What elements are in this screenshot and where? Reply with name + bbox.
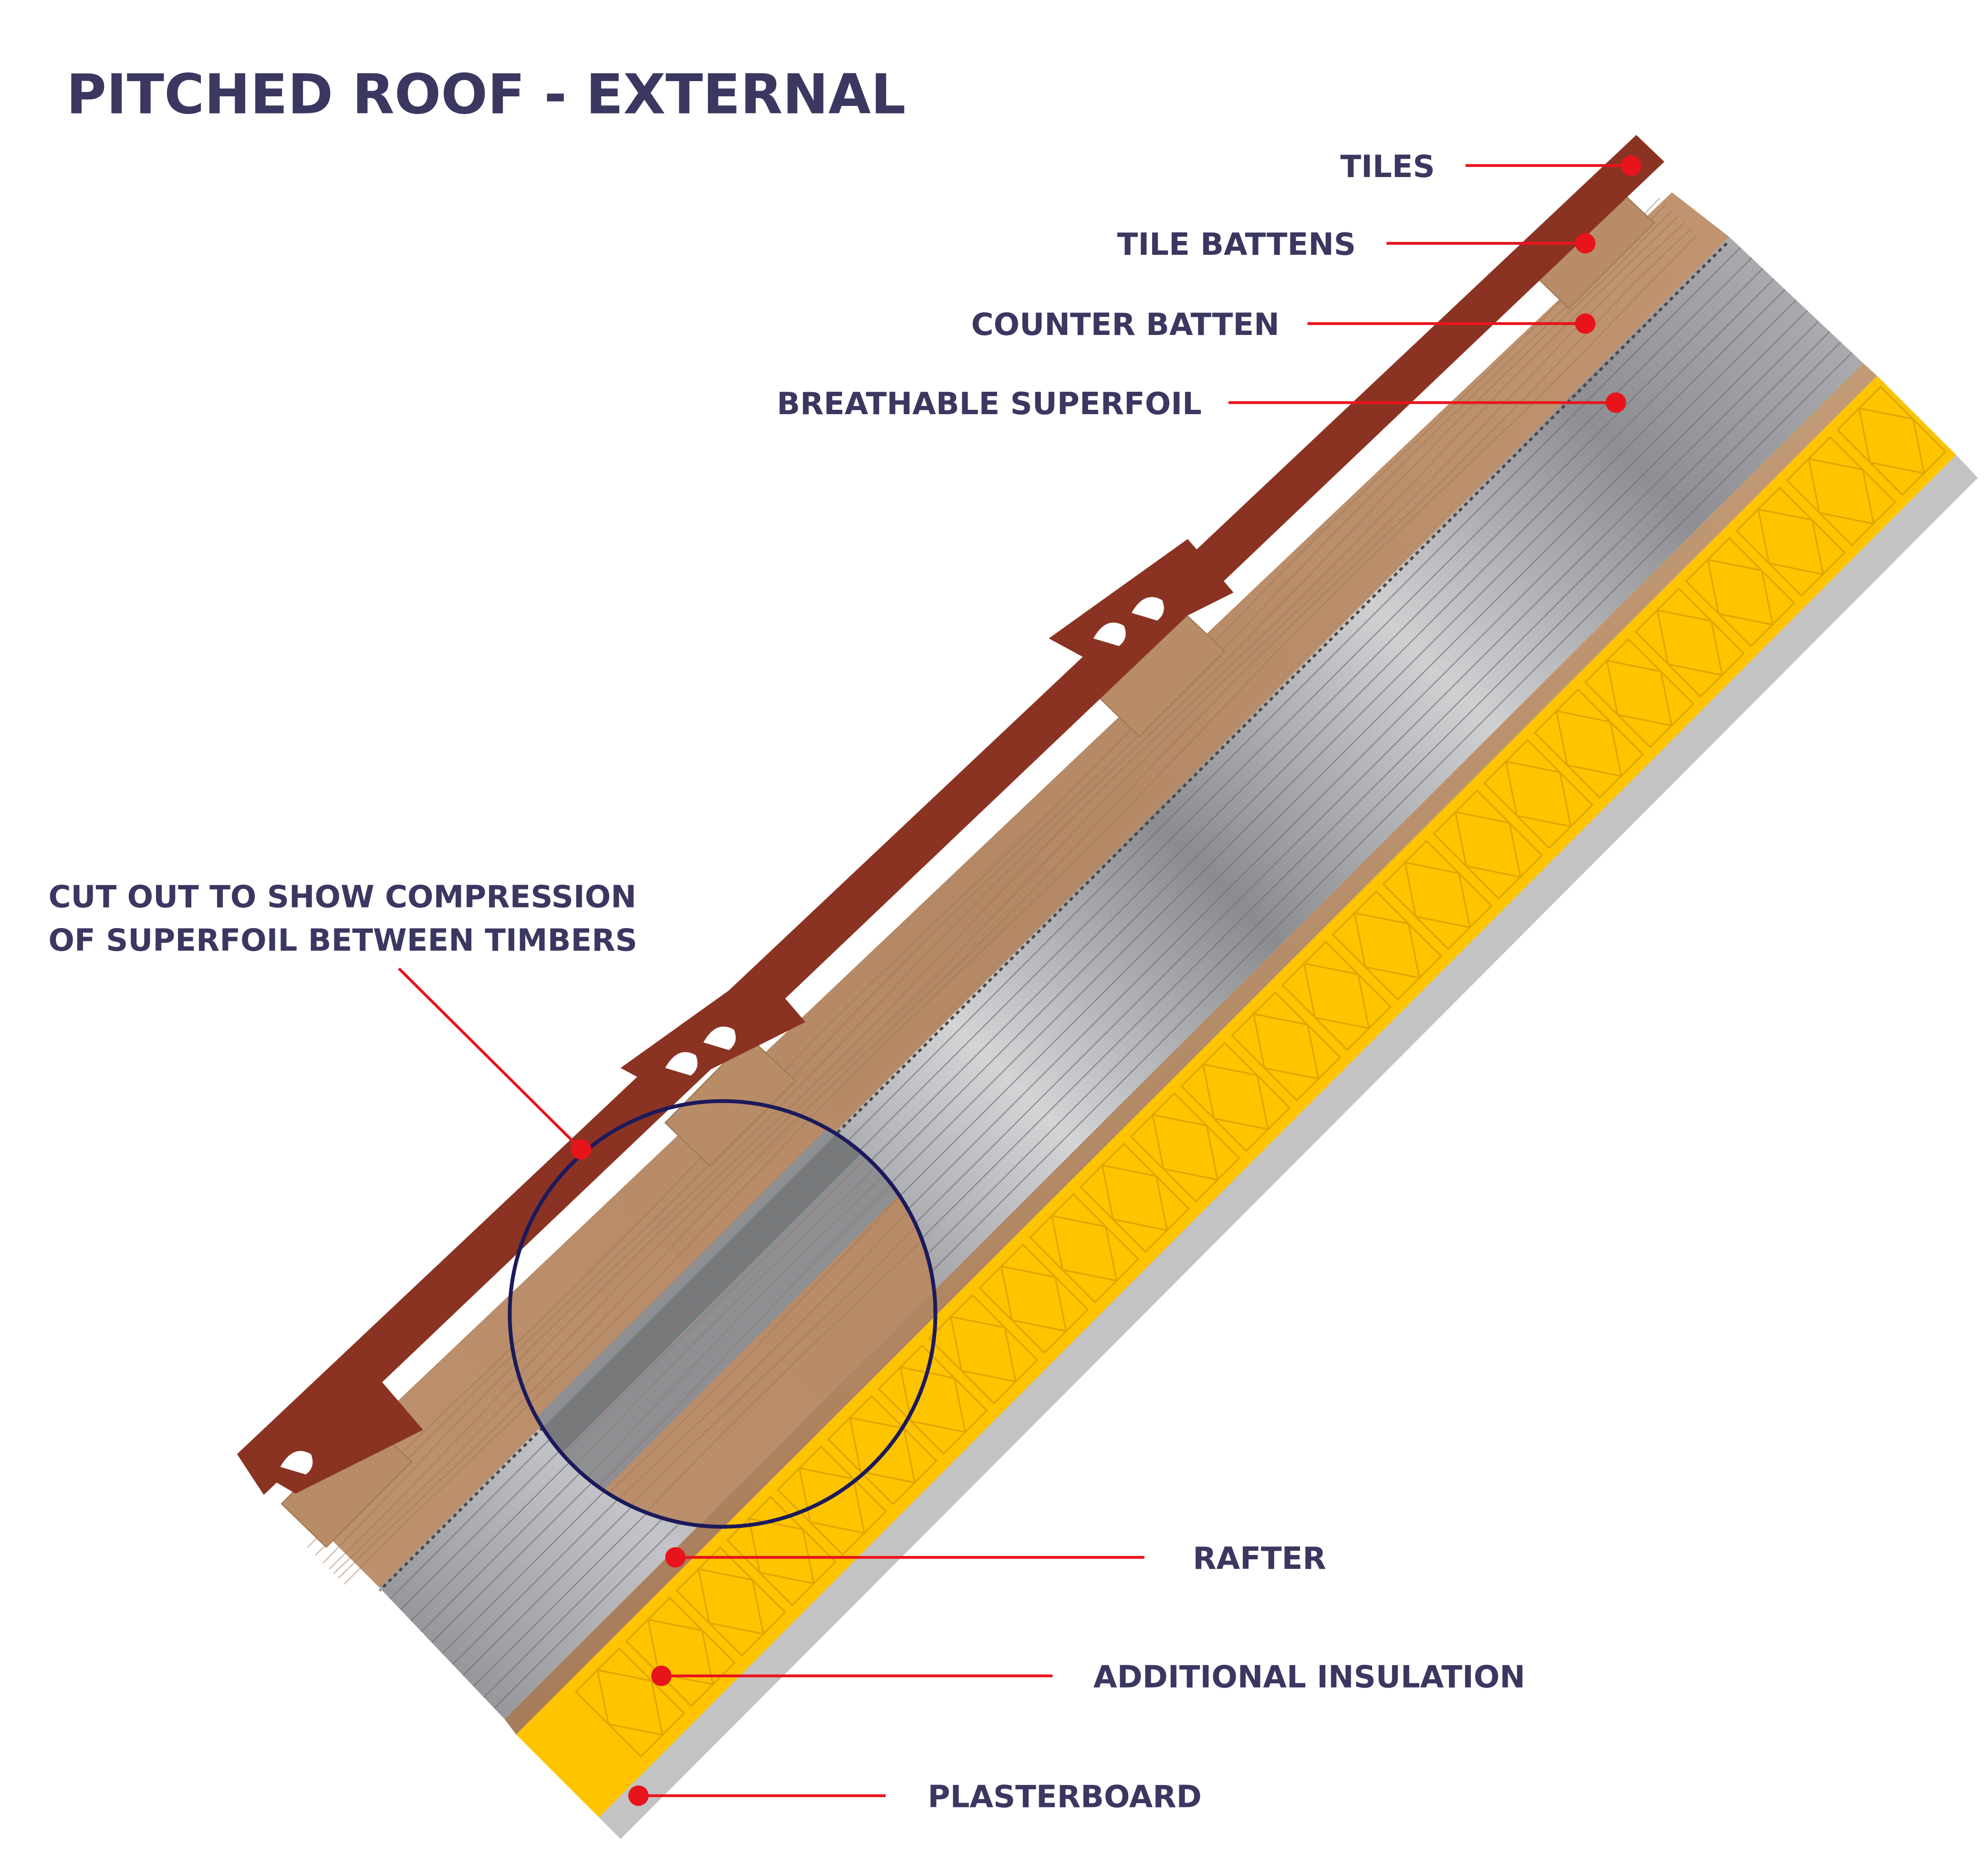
roof-tiles: [237, 135, 1665, 1495]
label-cutout-line1: CUT OUT TO SHOW COMPRESSION: [49, 880, 636, 915]
dot-plasterboard: [628, 1785, 649, 1806]
insulation-layer: [516, 376, 1957, 1817]
dot-insulation: [651, 1665, 672, 1686]
leader-lines: [398, 164, 1632, 1797]
tile-nib: [1049, 539, 1234, 663]
leader-dots: [571, 155, 1642, 1806]
dot-tile-battens: [1575, 233, 1596, 254]
superfoil-layer: [380, 237, 1863, 1720]
label-tiles: TILES: [1340, 149, 1435, 185]
label-tile-battens: TILE BATTENS: [1117, 227, 1356, 262]
insulation-pattern: [574, 385, 1947, 1758]
leader-cutout: [398, 967, 583, 1151]
dot-rafter: [665, 1547, 686, 1568]
label-rafter: RAFTER: [1193, 1541, 1326, 1576]
page-title: PITCHED ROOF - EXTERNAL: [66, 63, 906, 126]
dot-counter-batten: [1575, 313, 1596, 334]
label-cutout-line2: OF SUPERFOIL BETWEEN TIMBERS: [49, 923, 637, 958]
dot-superfoil: [1605, 392, 1626, 413]
counter-batten-grain: [307, 198, 1697, 1585]
dot-cutout: [571, 1139, 592, 1160]
tile-strip: [237, 135, 1665, 1495]
plasterboard-layer: [599, 455, 1978, 1839]
dot-tiles: [1621, 155, 1642, 176]
label-counter-batten: COUNTER BATTEN: [971, 307, 1280, 343]
tile-nib: [620, 968, 806, 1092]
cutout-circle: [508, 1099, 937, 1529]
cutout-detail: [510, 1101, 936, 1527]
label-breathable-superfoil: BREATHABLE SUPERFOIL: [777, 386, 1202, 422]
label-plasterboard: PLASTERBOARD: [928, 1779, 1202, 1815]
label-additional-insulation: ADDITIONAL INSULATION: [1093, 1660, 1525, 1695]
rafter-layer: [504, 363, 1877, 1735]
tile-nib-notches: [280, 597, 1164, 1475]
